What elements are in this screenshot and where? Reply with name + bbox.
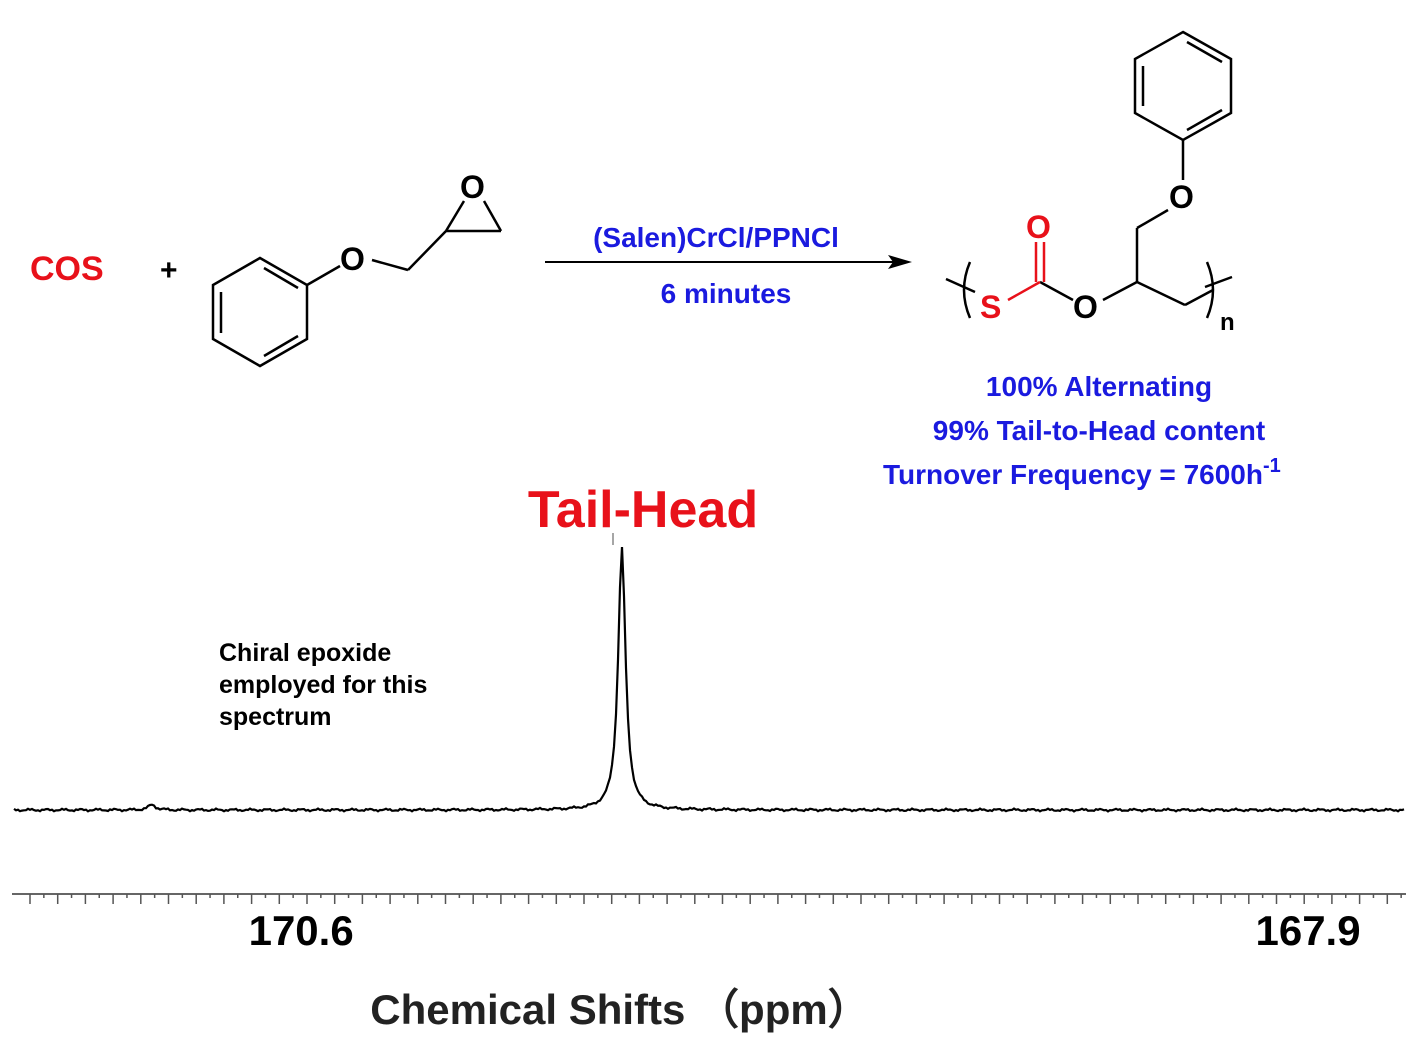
phenyl-glycidyl-ether-structure: [211, 200, 503, 368]
ether-oxygen-product: O: [1169, 179, 1194, 215]
time-label: 6 minutes: [661, 278, 792, 309]
alternating-result: 100% Alternating: [986, 371, 1212, 402]
arrow-head-icon: [888, 255, 912, 269]
plus-sign: +: [160, 254, 178, 287]
nmr-spectrum-line: [13, 547, 1405, 813]
tof-result: Turnover Frequency = 7600h-1: [883, 455, 1281, 490]
peak-label: Tail-Head: [528, 481, 758, 539]
sulfur-atom: S: [980, 289, 1001, 325]
repeat-unit-n: n: [1220, 309, 1235, 336]
note-line-1: Chiral epoxide: [219, 639, 391, 667]
note-line-2: employed for this: [219, 671, 427, 699]
tail-to-head-result: 99% Tail-to-Head content: [933, 415, 1265, 446]
catalyst-label: (Salen)CrCl/PPNCl: [593, 222, 839, 253]
polythiocarbonate-structure: [945, 30, 1233, 319]
x-axis-title: Chemical Shifts （ppm）: [370, 986, 869, 1033]
x-tick-label: 167.9: [1255, 907, 1360, 954]
cos-label: COS: [30, 250, 104, 288]
carbonyl-oxygen: O: [1026, 209, 1051, 245]
x-axis-ticks: [29, 894, 1402, 904]
ester-oxygen: O: [1073, 289, 1098, 325]
note-line-3: spectrum: [219, 703, 332, 731]
x-tick-label: 170.6: [249, 907, 354, 954]
epoxide-oxygen: O: [460, 169, 485, 205]
ether-oxygen: O: [340, 241, 365, 277]
